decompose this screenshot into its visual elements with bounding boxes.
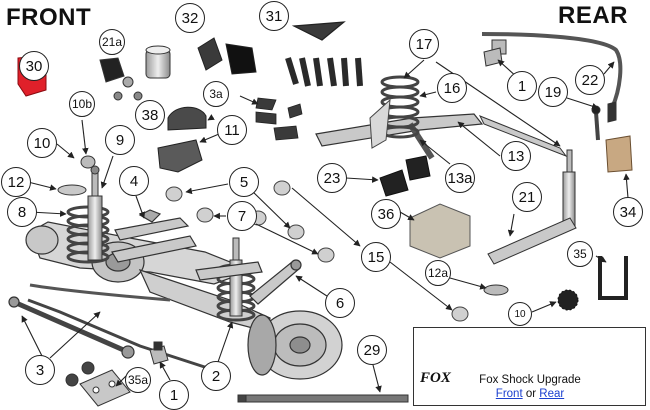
callout-34[interactable]: 34 [613, 197, 643, 227]
rear-sway-bar-icon [481, 32, 623, 109]
rear-spring-mount-icon [369, 98, 391, 149]
track-bar-brackets-icon [255, 97, 303, 141]
bump-stop-pad-icon [157, 139, 203, 173]
fox-rear-link[interactable]: Rear [539, 388, 565, 400]
callout-10b[interactable]: 10b [69, 91, 95, 117]
rear-jounce-stop-icon [557, 289, 579, 311]
callout-13[interactable]: 13 [501, 141, 531, 171]
callout-16[interactable]: 16 [437, 73, 467, 103]
callout-11[interactable]: 11 [217, 115, 247, 145]
fox-front-link[interactable]: Front [495, 388, 523, 400]
callout-32[interactable]: 32 [175, 3, 205, 33]
callout-22[interactable]: 22 [575, 65, 605, 95]
callout-10[interactable]: 10 [27, 128, 57, 158]
callout-38[interactable]: 38 [135, 100, 165, 130]
callout-19[interactable]: 19 [538, 77, 568, 107]
drag-link-icon [237, 394, 409, 403]
callout-35[interactable]: 35 [567, 241, 593, 267]
rear-small-bracket-icon [483, 47, 503, 67]
fox-logo: FOX [420, 370, 451, 386]
bushings-icon [165, 180, 469, 322]
callout-3a[interactable]: 3a [203, 81, 229, 107]
fox-shock-caption: Fox Shock Upgrade [479, 374, 581, 386]
callout-9[interactable]: 9 [105, 125, 135, 155]
rear-shock-absorber-icon [562, 149, 576, 229]
callout-21[interactable]: 21 [512, 182, 542, 212]
fox-shock-links: Front or Rear [470, 388, 590, 400]
callout-29[interactable]: 29 [357, 335, 387, 365]
front-control-arms-icon [111, 209, 302, 305]
callout-21a[interactable]: 21a [99, 29, 125, 55]
u-bolt-icon [598, 256, 628, 300]
callout-4[interactable]: 4 [119, 166, 149, 196]
callout-31[interactable]: 31 [259, 1, 289, 31]
upper-a-arm-icon [285, 21, 363, 87]
rear-sway-bar-link-icon [591, 105, 601, 141]
track-bar-bracket-icon [65, 361, 131, 407]
callout-10-rear[interactable]: 10 [508, 302, 532, 326]
fox-links-separator: or [525, 388, 540, 400]
fox-shock-upgrade-panel: FOX Fox Shock Upgrade Front or Rear [413, 327, 646, 406]
callout-12a[interactable]: 12a [425, 260, 451, 286]
callout-5[interactable]: 5 [229, 167, 259, 197]
rear-bump-stop-brackets-icon [379, 155, 431, 197]
sway-bar-bracket-icon [149, 341, 169, 365]
front-shock-absorber-icon [87, 165, 103, 261]
callout-6[interactable]: 6 [325, 288, 355, 318]
callout-1-front[interactable]: 1 [159, 380, 189, 410]
front-heading: FRONT [6, 4, 92, 31]
spring-isolators-icon [57, 155, 96, 196]
rear-bracket-icon [605, 135, 633, 173]
callout-1-rear[interactable]: 1 [507, 71, 537, 101]
callout-15[interactable]: 15 [361, 242, 391, 272]
callout-17[interactable]: 17 [409, 29, 439, 59]
rear-lower-control-arm-icon [487, 217, 577, 265]
callout-2[interactable]: 2 [201, 361, 231, 391]
bushing-kit-icon [99, 45, 171, 101]
rear-track-bar-icon [478, 115, 568, 158]
front-right-shock-icon [229, 237, 243, 317]
front-track-bar-icon [8, 296, 135, 359]
callout-7[interactable]: 7 [227, 201, 257, 231]
bump-stop-boots-icon [197, 37, 257, 75]
callout-13a[interactable]: 13a [445, 163, 475, 193]
rear-spring-isolator-icon [483, 284, 509, 296]
callout-30[interactable]: 30 [19, 51, 49, 81]
callout-8[interactable]: 8 [7, 197, 37, 227]
callout-3[interactable]: 3 [25, 355, 55, 385]
callout-23[interactable]: 23 [317, 163, 347, 193]
spacer-icon [167, 106, 207, 131]
rear-spring-spacer-icon [409, 203, 471, 259]
callout-36[interactable]: 36 [371, 199, 401, 229]
rear-heading: REAR [558, 2, 629, 29]
front-sway-bar-icon [29, 283, 171, 302]
callout-35a[interactable]: 35a [125, 367, 151, 393]
callout-12[interactable]: 12 [1, 167, 31, 197]
